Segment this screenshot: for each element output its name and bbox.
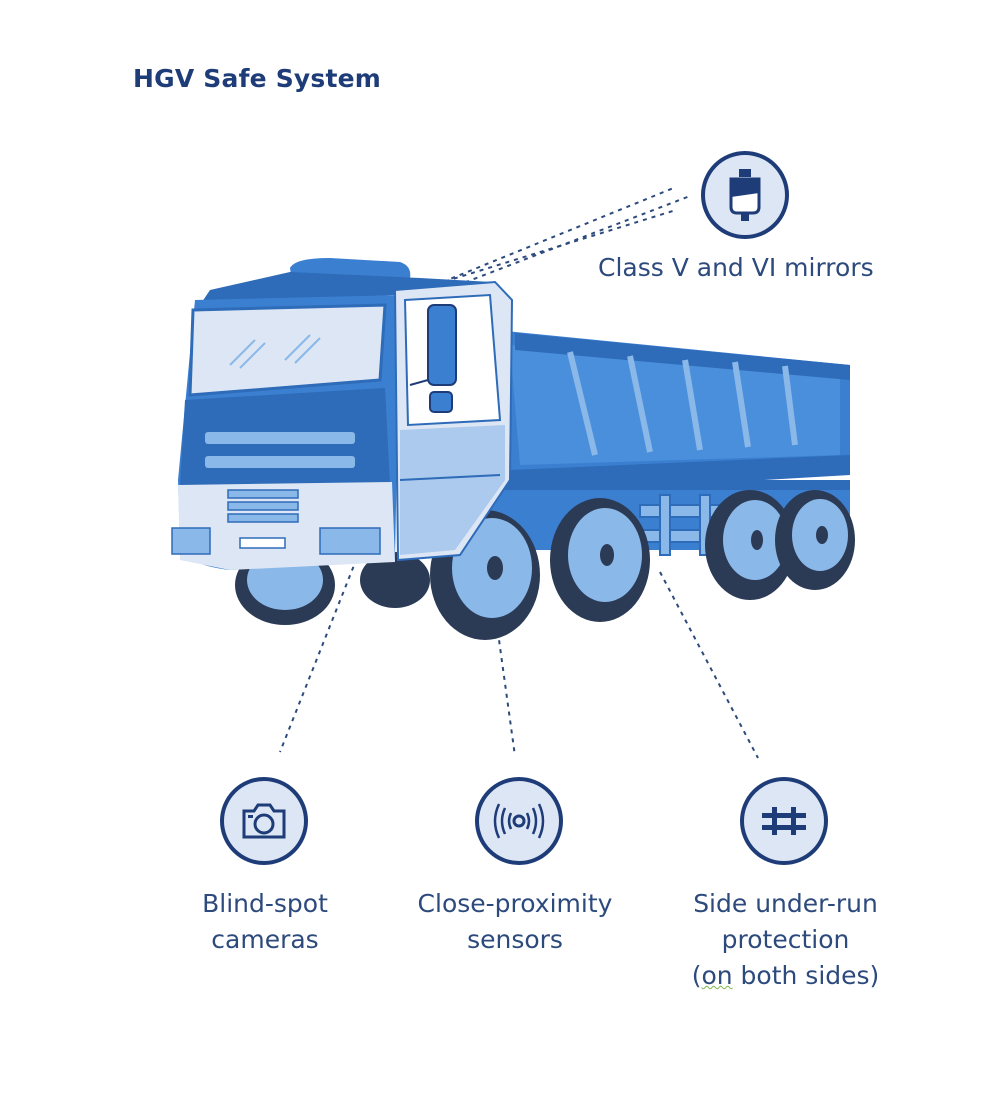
diagram-title: HGV Safe System [133, 64, 382, 93]
sensors-label-line1: Close-proximity [417, 889, 613, 918]
truck [171, 258, 855, 640]
underrun-label: Side under-run protection (on both sides… [678, 886, 893, 994]
cameras-label-line2: cameras [211, 925, 319, 954]
proximity-sensor-icon [475, 777, 563, 865]
mirror-callout-line-3 [384, 209, 677, 301]
underrun-label-line3-rest: both sides) [732, 961, 880, 990]
cameras-label: Blind-spot cameras [190, 886, 340, 958]
tipper-body [495, 330, 850, 495]
underrun-label-line1: Side under-run [693, 889, 878, 918]
underrun-label-line3-word: on [701, 961, 733, 990]
side-guard-icon [740, 777, 828, 865]
class-mirror [427, 304, 457, 386]
sensors-label: Close-proximity sensors [405, 886, 625, 958]
mirrors-label: Class V and VI mirrors [598, 253, 874, 282]
callout-lines [279, 186, 759, 759]
underrun-label-line3-prefix: ( [691, 961, 702, 990]
sensors-label-line2: sensors [467, 925, 563, 954]
underrun-label-line3: (on both sides) [678, 958, 893, 994]
underrun-callout-line [659, 571, 759, 759]
cameras-label-line1: Blind-spot [202, 889, 328, 918]
underrun-label-line2: protection [721, 925, 850, 954]
mirror-icon [701, 151, 789, 239]
cab [171, 258, 514, 570]
mirror-callout-line-1 [417, 186, 677, 293]
camera-icon [220, 777, 308, 865]
sensor-callout-line [487, 559, 516, 757]
